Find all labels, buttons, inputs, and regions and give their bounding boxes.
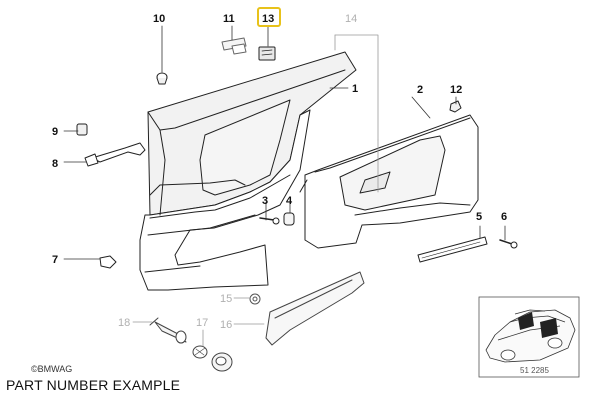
door-handle [417, 236, 488, 263]
car-inset: 51 2285 [478, 296, 580, 378]
part-label-16: 16 [220, 319, 232, 331]
clip-7 [99, 255, 117, 269]
part-label-17: 17 [196, 317, 208, 329]
part-label-3: 3 [262, 195, 268, 207]
leader-lines [63, 25, 506, 347]
part-label-9: 9 [52, 126, 58, 138]
armrest [265, 271, 365, 346]
part-label-12: 12 [450, 84, 462, 96]
part-label-6: 6 [501, 211, 507, 223]
inset-highlight-front [518, 312, 534, 330]
part-label-5: 5 [476, 211, 482, 223]
clip-12 [449, 100, 462, 113]
switch-11 [221, 37, 247, 55]
part-label-13: 13 [262, 13, 274, 25]
clip-round [156, 72, 168, 85]
inset-highlight-rear [540, 318, 558, 338]
caption: PART NUMBER EXAMPLE [6, 377, 181, 393]
switch-13 [258, 46, 276, 61]
copyright: ©BMWAG [31, 364, 72, 374]
screw-3 [259, 217, 280, 225]
side-trim-panel [299, 114, 479, 249]
bracket [84, 142, 146, 167]
nut-15 [249, 293, 261, 305]
part-label-14: 14 [345, 13, 357, 25]
part-label-7: 7 [52, 254, 58, 266]
highlight-box [257, 7, 281, 27]
part-label-2: 2 [417, 84, 423, 96]
part-label-4: 4 [286, 195, 293, 207]
drawing-code: 51 2285 [520, 366, 549, 375]
part-label-8: 8 [52, 158, 58, 170]
rosette-17 [192, 345, 208, 359]
knob [211, 352, 233, 372]
tube-18 [149, 317, 187, 344]
screw-6 [499, 239, 518, 249]
part-label-18: 18 [118, 317, 130, 329]
part-label-15: 15 [220, 293, 232, 305]
part-label-11: 11 [223, 13, 235, 25]
door-trim-panel [139, 51, 357, 291]
clip-square [76, 123, 88, 136]
part-labels: 10 11 13 14 1 2 12 9 8 3 4 5 6 7 15 18 1… [52, 13, 507, 331]
cap-4 [283, 212, 295, 226]
part-label-1: 1 [352, 83, 358, 95]
part-label-10: 10 [153, 13, 165, 25]
